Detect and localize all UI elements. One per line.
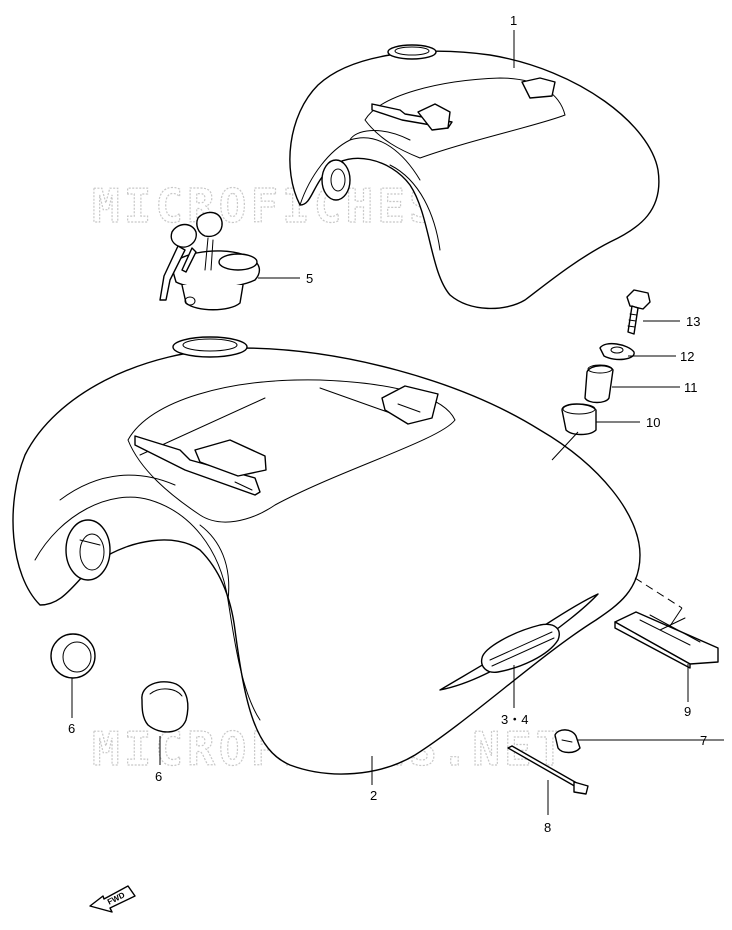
part-13-bolt — [626, 289, 651, 335]
callout-12: 12 — [680, 349, 694, 364]
part-9-pad — [614, 611, 719, 669]
part-8-cable-tie — [507, 745, 589, 795]
part-6-cushion-lower — [141, 681, 189, 733]
leader-lines — [71, 30, 724, 815]
callout-8: 8 — [544, 820, 551, 835]
callout-11: 11 — [684, 380, 698, 395]
part-6-cushion-upper — [50, 633, 96, 679]
callout-9: 9 — [684, 704, 691, 719]
callout-2: 2 — [370, 788, 377, 803]
part-7-clamp — [554, 729, 581, 754]
part-2-fuel-tank-large — [12, 336, 641, 775]
part-11-spacer — [584, 364, 614, 404]
callout-1: 1 — [510, 13, 517, 28]
callout-6-lower: 6 — [155, 769, 162, 784]
callout-3-4: 3・4 — [501, 712, 528, 727]
part-1-fuel-tank-small — [289, 44, 660, 310]
part-5-fuel-cap-with-keys — [159, 211, 261, 311]
part-12-washer — [599, 342, 635, 361]
callout-5: 5 — [306, 271, 313, 286]
fwd-arrow-icon: FWD — [89, 885, 136, 913]
part-10-rubber-cushion — [561, 403, 597, 436]
callout-13: 13 — [686, 314, 700, 329]
callout-7: 7 — [700, 733, 707, 748]
callout-6-upper: 6 — [68, 721, 75, 736]
callout-10: 10 — [646, 415, 660, 430]
